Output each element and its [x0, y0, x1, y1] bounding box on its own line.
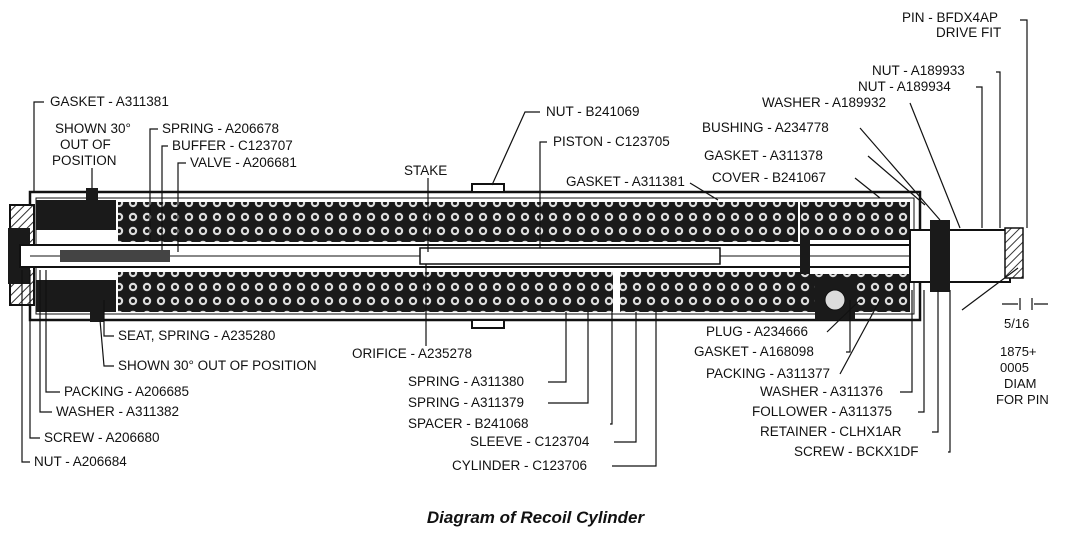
leader-lines	[21, 19, 1048, 467]
label-gasket-a168098: GASKET - A168098	[694, 344, 814, 359]
label-cylinder-c123706: CYLINDER - C123706	[452, 458, 587, 473]
label-piston-c123705: PISTON - C123705	[553, 134, 670, 149]
label-orifice-a235278: ORIFICE - A235278	[352, 346, 472, 361]
label-screw-a206680: SCREW - A206680	[44, 430, 160, 445]
label-packing-a206685: PACKING - A206685	[64, 384, 189, 399]
label-drive-fit: DRIVE FIT	[936, 25, 1001, 40]
label-follower-a311375: FOLLOWER - A311375	[752, 404, 892, 419]
label-buffer-c123707: BUFFER - C123707	[172, 138, 293, 153]
gasket-left-top	[86, 188, 98, 202]
label-sleeve-c123704: SLEEVE - C123704	[470, 434, 590, 449]
label-washer-a311376: WASHER - A311376	[760, 384, 883, 399]
label-seat-spring-a235280: SEAT, SPRING - A235280	[118, 328, 275, 343]
label-nut-a206684: NUT - A206684	[34, 454, 127, 469]
label-screw-bckx1df: SCREW - BCKX1DF	[794, 444, 919, 459]
spacer-spring-coils	[620, 272, 800, 312]
part-labels: GASKET - A311381 SHOWN 30° OUT OF POSITI…	[34, 10, 1049, 473]
label-shown-30-bottom: SHOWN 30° OUT OF POSITION	[118, 358, 317, 373]
upper-spring-coils	[118, 202, 798, 242]
label-gasket-a311381-left: GASKET - A311381	[50, 94, 169, 109]
label-cover-b241067: COVER - B241067	[712, 170, 826, 185]
label-valve-a206681: VALVE - A206681	[190, 155, 297, 170]
label-gasket-a311381-mid: GASKET - A311381	[566, 174, 685, 189]
piston-rod	[19, 220, 1024, 320]
label-washer-a189932: WASHER - A189932	[762, 95, 886, 110]
label-shown-30-line2: OUT OF	[60, 137, 111, 152]
gasket-left-bottom	[90, 308, 104, 322]
label-nut-a189933: NUT - A189933	[872, 63, 965, 78]
label-washer-a311382: WASHER - A311382	[56, 404, 179, 419]
diagram-caption: Diagram of Recoil Cylinder	[426, 508, 645, 527]
label-spring-a206678: SPRING - A206678	[162, 121, 279, 136]
label-shown-30-line3: POSITION	[52, 153, 117, 168]
label-plug-a234666: PLUG - A234666	[706, 324, 808, 339]
label-dim-0005: 0005	[1000, 360, 1029, 375]
label-spring-a311380: SPRING - A311380	[408, 374, 524, 389]
label-gasket-a311378: GASKET - A311378	[704, 148, 823, 163]
label-dim-diam: DIAM	[1004, 376, 1037, 391]
right-upper-coils	[800, 202, 910, 240]
nut-lug-bottom	[471, 319, 505, 329]
label-nut-b241069: NUT - B241069	[546, 104, 640, 119]
label-shown-30-line1: SHOWN 30°	[55, 121, 131, 136]
label-dim-5-16: 5/16	[1004, 316, 1029, 331]
label-bushing-a234778: BUSHING - A234778	[702, 120, 829, 135]
label-stake: STAKE	[404, 163, 447, 178]
label-spacer-b241068: SPACER - B241068	[408, 416, 529, 431]
nut-lug-top	[471, 183, 505, 193]
label-spring-a311379: SPRING - A311379	[408, 395, 524, 410]
label-nut-a189934: NUT - A189934	[858, 79, 951, 94]
lower-spring-coils	[118, 272, 613, 312]
label-dim-for-pin: FOR PIN	[996, 392, 1049, 407]
label-pin-bfdx4ap: PIN - BFDX4AP	[902, 10, 998, 25]
label-packing-a311377: PACKING - A311377	[706, 366, 830, 381]
label-retainer-clhx1ar: RETAINER - CLHX1AR	[760, 424, 902, 439]
label-dim-1875: 1875+	[1000, 344, 1037, 359]
